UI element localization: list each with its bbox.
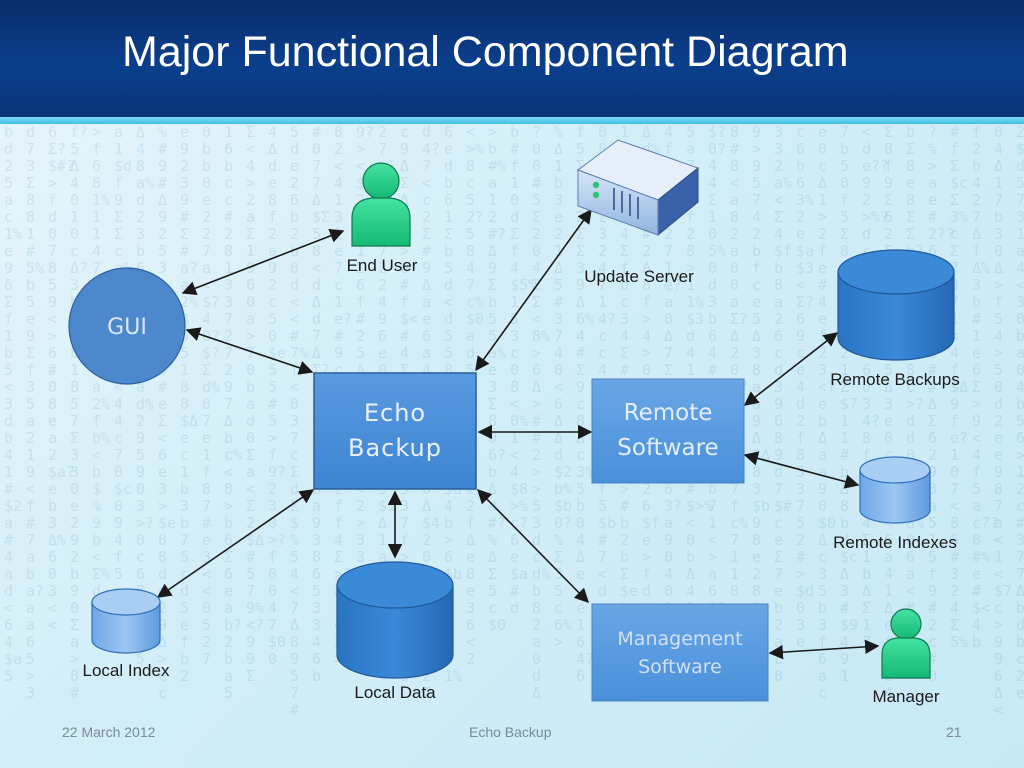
end-user-icon (351, 162, 411, 247)
arrow-gui-echo (185, 327, 314, 375)
remote-indexes-database-icon (859, 456, 931, 524)
local-data-label: Local Data (354, 683, 436, 702)
gui-node: GUI (68, 267, 186, 385)
remote-software-line1: Remote (624, 400, 713, 426)
local-index-database-icon (91, 588, 161, 654)
echo-backup-node: Echo Backup (313, 372, 477, 490)
local-data-database-icon (336, 561, 454, 679)
arrow-management-manager (768, 639, 880, 660)
local-index-label: Local Index (83, 661, 170, 680)
arrow-remote-remoteindexes (743, 451, 860, 489)
manager-icon (881, 608, 931, 679)
connector-arrows (156, 208, 880, 660)
management-software-node: Management Software (591, 603, 769, 702)
footer-title: Echo Backup (469, 724, 552, 740)
arrow-gui-enduser (181, 228, 345, 296)
manager-label: Manager (872, 687, 939, 706)
remote-backups-database-icon (837, 249, 955, 361)
arrow-echo-localindex (156, 489, 315, 598)
remote-software-line2: Software (617, 435, 718, 461)
arrow-remote-remotebackups (743, 332, 839, 406)
gui-label: GUI (107, 315, 147, 340)
server-icon (576, 139, 700, 237)
echo-backup-line1: Echo (364, 399, 426, 427)
end-user-label: End User (347, 256, 418, 275)
management-software-line1: Management (617, 628, 742, 650)
management-software-line2: Software (638, 656, 722, 678)
update-server-label: Update Server (584, 267, 694, 286)
arrow-echo-updateserver (475, 208, 592, 372)
footer-date: 22 March 2012 (62, 724, 156, 740)
remote-backups-label: Remote Backups (830, 370, 959, 389)
arrow-echo-management (476, 488, 590, 604)
title-bar: Major Functional Component Diagram (0, 0, 1024, 117)
remote-software-node: Remote Software (591, 378, 745, 484)
page-number: 21 (946, 724, 962, 740)
remote-indexes-label: Remote Indexes (833, 533, 957, 552)
echo-backup-line2: Backup (348, 434, 442, 462)
title-underline (0, 117, 1024, 124)
slide-title: Major Functional Component Diagram (122, 28, 849, 76)
